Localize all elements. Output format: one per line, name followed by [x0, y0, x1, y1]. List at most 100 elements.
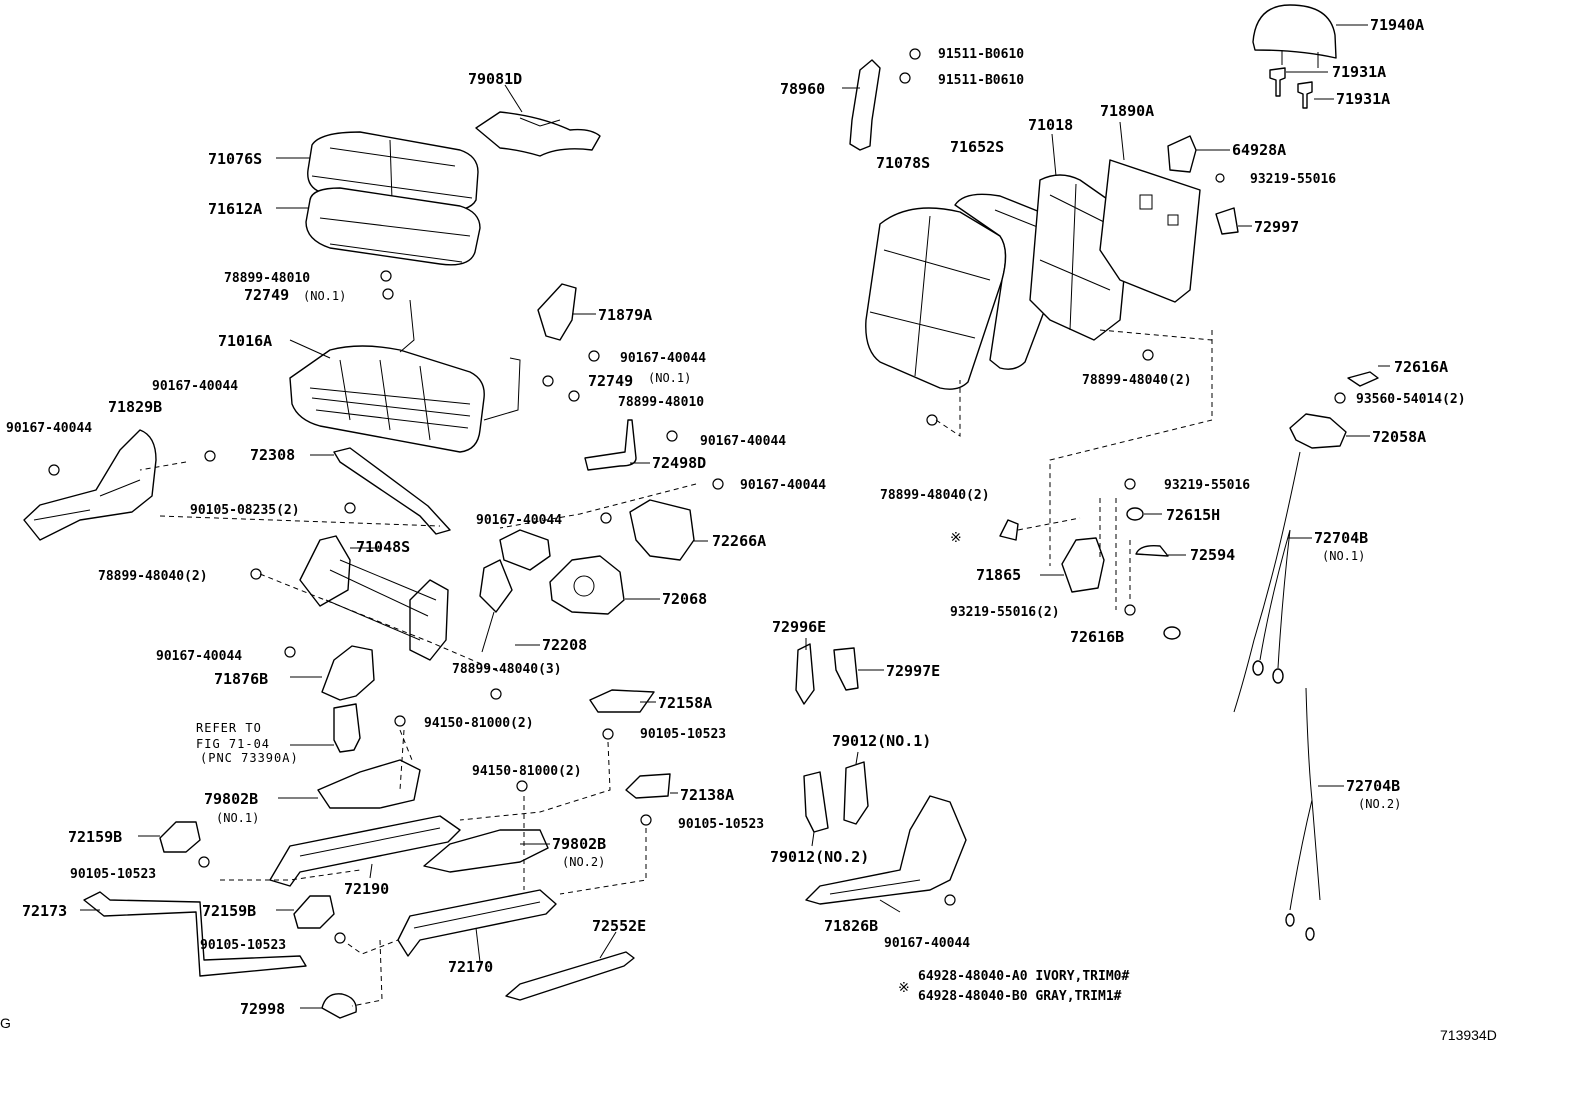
callout-71876B[interactable]: 71876B [214, 670, 268, 688]
callout-90167-40044-d[interactable]: 90167-40044 [700, 434, 786, 449]
callout-90167-40044-f[interactable]: 90167-40044 [476, 513, 562, 528]
callout-71652S[interactable]: 71652S [950, 138, 1004, 156]
callout-78960[interactable]: 78960 [780, 80, 825, 98]
seat-track-inner-part[interactable] [269, 815, 461, 887]
callout-72170[interactable]: 72170 [448, 958, 493, 976]
hinge-cover-inner-part[interactable] [795, 638, 815, 705]
track-cover-no2-part[interactable] [423, 829, 550, 873]
callout-71826B[interactable]: 71826B [824, 917, 878, 935]
callout-78899-48040-3[interactable]: 78899-48040(3) [452, 662, 562, 677]
mounting-bracket-part[interactable] [629, 499, 708, 561]
callout-72208[interactable]: 72208 [542, 636, 587, 654]
callout-71612A[interactable]: 71612A [208, 200, 262, 218]
callout-72616A[interactable]: 72616A [1394, 358, 1448, 376]
callout-93560-54014-2[interactable]: 93560-54014(2) [1356, 392, 1466, 407]
callout-90167-40044-c[interactable]: 90167-40044 [6, 421, 92, 436]
callout-78899-48040-2-c[interactable]: 78899-48040(2) [98, 569, 208, 584]
callout-72997E[interactable]: 72997E [886, 662, 940, 680]
rail-cover-part[interactable] [625, 773, 678, 799]
seatback-cover-part[interactable] [865, 207, 1007, 390]
callout-71016A[interactable]: 71016A [218, 332, 272, 350]
callout-71940A[interactable]: 71940A [1370, 16, 1424, 34]
bracket-part[interactable] [537, 283, 596, 341]
refer-note-line2[interactable]: FIG 71-04 [196, 737, 270, 751]
switch-cap-part[interactable] [1126, 507, 1162, 521]
callout-72998[interactable]: 72998 [240, 1000, 285, 1018]
callout-71078S[interactable]: 71078S [876, 154, 930, 172]
callout-94150-81000-2-b[interactable]: 94150-81000(2) [472, 764, 582, 779]
callout-90167-40044-a[interactable]: 90167-40044 [620, 351, 706, 366]
release-cable-no2-part[interactable] [1285, 687, 1344, 941]
side-shield-part[interactable] [23, 429, 157, 541]
callout-72159B-b[interactable]: 72159B [202, 902, 256, 920]
release-lever-part[interactable] [1347, 365, 1390, 387]
callout-79081D[interactable]: 79081D [468, 70, 522, 88]
callout-93219-55016-b[interactable]: 93219-55016 [1164, 478, 1250, 493]
callout-71879A[interactable]: 71879A [598, 306, 652, 324]
callout-71018[interactable]: 71018 [1028, 116, 1073, 134]
callout-90105-10523-c[interactable]: 90105-10523 [70, 867, 156, 882]
callout-71865[interactable]: 71865 [976, 566, 1021, 584]
callout-72308[interactable]: 72308 [250, 446, 295, 464]
cover-cap-part[interactable] [1215, 207, 1252, 235]
callout-90167-40044-b[interactable]: 90167-40044 [152, 379, 238, 394]
callout-94150-81000-2-a[interactable]: 94150-81000(2) [424, 716, 534, 731]
callout-90105-10523-b[interactable]: 90105-10523 [678, 817, 764, 832]
seat-belt-buckle-part[interactable] [290, 703, 361, 753]
hinge-cover-outer-part[interactable] [833, 647, 884, 691]
callout-91511-B0610-a[interactable]: 91511-B0610 [938, 47, 1024, 62]
callout-90167-40044-h[interactable]: 90167-40044 [884, 936, 970, 951]
release-handle-part[interactable] [1289, 413, 1370, 449]
callout-72159B-a[interactable]: 72159B [68, 828, 122, 846]
callout-72749-b[interactable]: 72749 [588, 372, 633, 390]
callout-72704B-no1[interactable]: 72704B [1314, 529, 1368, 547]
callout-79802B-no1[interactable]: 79802B [204, 790, 258, 808]
callout-71931A-b[interactable]: 71931A [1336, 90, 1390, 108]
callout-72058A[interactable]: 72058A [1372, 428, 1426, 446]
callout-72138A[interactable]: 72138A [680, 786, 734, 804]
seat-frame-part[interactable] [289, 299, 521, 453]
adjuster-motor-part[interactable] [549, 555, 660, 615]
link-rod-part[interactable] [310, 447, 451, 535]
callout-71890A[interactable]: 71890A [1100, 102, 1154, 120]
hinge-arm-part[interactable] [842, 59, 881, 151]
callout-90105-08235-2[interactable]: 90105-08235(2) [190, 503, 300, 518]
track-cover-no1-part[interactable] [278, 759, 421, 809]
callout-72173[interactable]: 72173 [22, 902, 67, 920]
callout-72158A[interactable]: 72158A [658, 694, 712, 712]
callout-78899-48040-2-a[interactable]: 78899-48040(2) [1082, 373, 1192, 388]
callout-72594[interactable]: 72594 [1190, 546, 1235, 564]
end-cap-part[interactable] [300, 993, 357, 1019]
switch-knob-part[interactable] [999, 519, 1019, 541]
inner-shield-part[interactable] [290, 645, 375, 701]
seatback-board-part[interactable] [1099, 121, 1201, 303]
callout-78899-48040-2-b[interactable]: 78899-48040(2) [880, 488, 990, 503]
callout-93219-55016-a[interactable]: 93219-55016 [1250, 172, 1336, 187]
cross-bar-part[interactable] [80, 891, 307, 977]
headrest-part[interactable] [1252, 4, 1368, 68]
headrest-guide-part[interactable] [1269, 67, 1334, 109]
callout-72704B-no2[interactable]: 72704B [1346, 777, 1400, 795]
callout-79802B-no2[interactable]: 79802B [552, 835, 606, 853]
callout-72266A[interactable]: 72266A [712, 532, 766, 550]
callout-71829B[interactable]: 71829B [108, 398, 162, 416]
track-side-cover-part[interactable] [505, 931, 635, 1001]
track-foot-cover-part[interactable] [138, 821, 201, 853]
callout-72997[interactable]: 72997 [1254, 218, 1299, 236]
switch-end-cap-part[interactable] [1163, 626, 1181, 640]
switch-bezel-part[interactable] [1135, 544, 1186, 557]
callout-71048S[interactable]: 71048S [356, 538, 410, 556]
callout-78899-48010-a[interactable]: 78899-48010 [224, 271, 310, 286]
callout-71076S[interactable]: 71076S [208, 150, 262, 168]
adjuster-knob-no1-part[interactable] [843, 751, 869, 825]
recliner-lever-part[interactable] [479, 529, 551, 653]
track-foot-cover-b-part[interactable] [276, 895, 335, 929]
cushion-pad-part[interactable] [475, 84, 601, 157]
adjuster-knob-no2-part[interactable] [803, 771, 829, 847]
callout-72190[interactable]: 72190 [344, 880, 389, 898]
callout-72498D[interactable]: 72498D [652, 454, 706, 472]
callout-71931A-a[interactable]: 71931A [1332, 63, 1386, 81]
callout-90105-10523-a[interactable]: 90105-10523 [640, 727, 726, 742]
seat-adjuster-part[interactable] [299, 535, 449, 661]
callout-78899-48010-b[interactable]: 78899-48010 [618, 395, 704, 410]
